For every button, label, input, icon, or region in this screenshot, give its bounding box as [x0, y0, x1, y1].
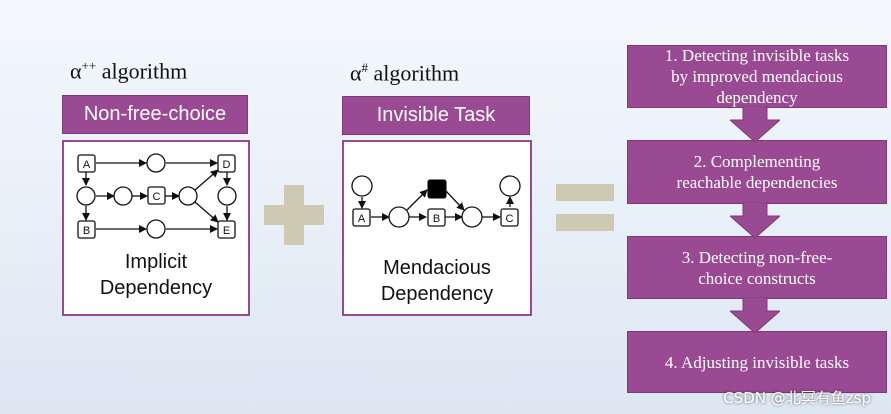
plus-operator [264, 185, 324, 245]
mendacious-caption-line1: Mendacious [383, 257, 491, 279]
transition-label-c: C [153, 191, 161, 203]
invisible-task-banner: Invisible Task [342, 96, 530, 135]
alpha-hash-heading: α# algorithm [350, 60, 459, 86]
implicit-dependency-petri-net: A B C D E [76, 153, 237, 239]
step-3-line2: choice constructs [698, 268, 816, 288]
transition-label-a: A [83, 159, 91, 171]
mendacious-caption-line2: Dependency [380, 283, 494, 305]
step-1-line3: dependency [716, 88, 798, 107]
alpha-symbol: α [70, 58, 82, 84]
implicit-caption-line2: Dependency [99, 277, 213, 299]
alpha-superscript: # [361, 60, 369, 75]
transition-label-d: D [223, 159, 231, 171]
transition-label-e: E [223, 225, 230, 237]
step-3-box: 3. Detecting non-free- choice constructs [627, 236, 887, 299]
step-2-line2: reachable dependencies [676, 173, 838, 192]
plus-vertical-bar [284, 185, 304, 245]
step-1-line2: by improved mendacious [671, 67, 843, 86]
step-1-line1: 1. Detecting invisible tasks [664, 46, 850, 65]
transition-label-b: B [83, 225, 90, 237]
invisible-task-transition [427, 179, 447, 199]
step-1-box: 1. Detecting invisible tasks by improved… [627, 45, 887, 108]
step-2-line1: 2. Complementing [693, 152, 821, 171]
equals-operator [556, 184, 614, 234]
algorithm-word: algorithm [96, 58, 188, 84]
alpha-superscript: ++ [81, 58, 97, 73]
mendacious-dependency-petri-net: A B C [351, 175, 521, 228]
implicit-caption-line1: Implicit [124, 251, 188, 273]
transition-label-a: A [358, 213, 366, 225]
alpha-plus-plus-heading: α++ algorithm [70, 58, 187, 84]
mendacious-dependency-panel: A B C Mendacious Dependency [342, 140, 532, 316]
step-4-line1: 4. Adjusting invisible tasks [664, 352, 850, 372]
step-3-line1: 3. Detecting non-free- [681, 247, 833, 267]
down-arrow-icon [730, 106, 780, 142]
transition-label-b: B [433, 213, 440, 225]
alpha-symbol: α [350, 60, 362, 86]
csdn-watermark: CSDN @北冥有鱼zsp [723, 389, 871, 407]
down-arrow-icon [730, 202, 780, 238]
non-free-choice-banner: Non-free-choice [62, 95, 248, 134]
equals-top-bar [556, 184, 614, 201]
transition-label-c: C [506, 213, 514, 225]
down-arrow-icon [730, 297, 780, 333]
equals-bottom-bar [556, 214, 614, 231]
algorithm-word: algorithm [368, 60, 460, 86]
step-4-box: 4. Adjusting invisible tasks [627, 331, 887, 393]
step-2-box: 2. Complementing reachable dependencies [627, 140, 887, 204]
implicit-dependency-panel: A B C D E Implicit Dependency [62, 140, 250, 316]
